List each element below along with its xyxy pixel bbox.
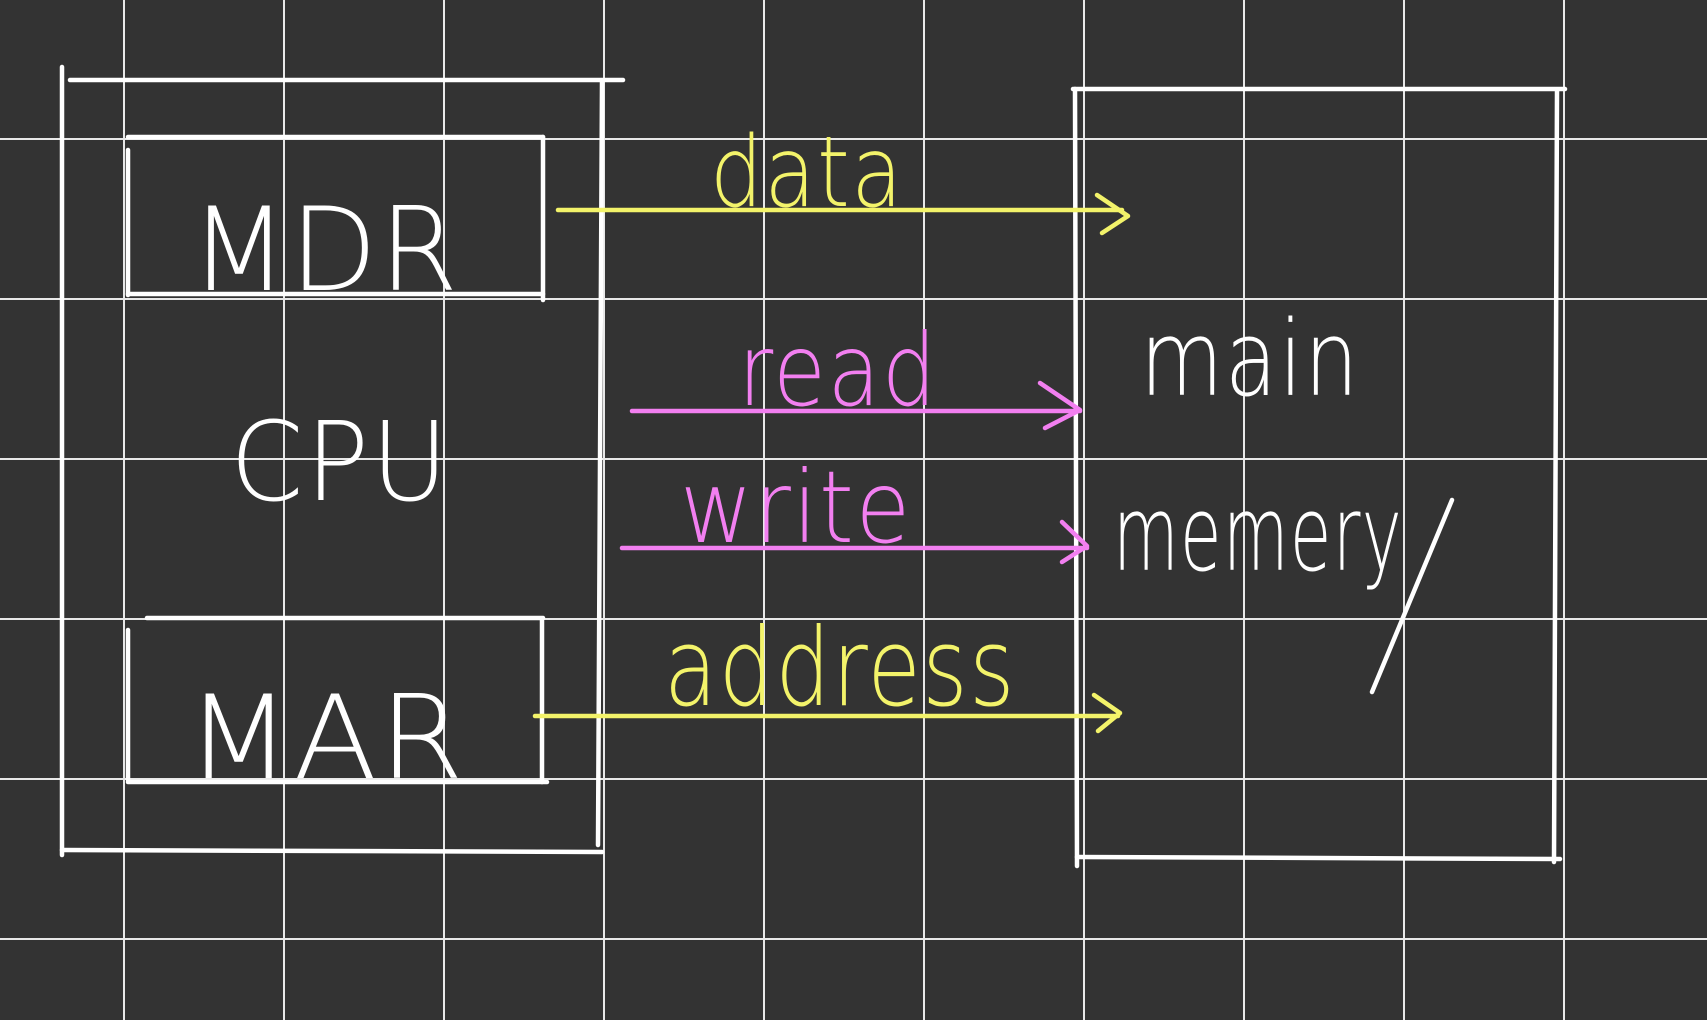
memery-y-tail — [1369, 497, 1455, 695]
mdr-label: MDR — [190, 183, 460, 318]
mar-box — [125, 615, 550, 785]
address-bus-arrow — [532, 692, 1123, 734]
read-signal-label: read — [738, 312, 938, 429]
main-memory-box — [1070, 86, 1568, 869]
data-bus-arrow — [555, 192, 1131, 236]
mar-label: MAR — [186, 671, 466, 806]
address-signal-label: address — [664, 606, 1016, 731]
write-signal-arrow — [619, 519, 1090, 565]
mdr-box — [125, 134, 546, 303]
cpu-label: CPU — [230, 398, 450, 526]
data-signal-label: data — [710, 116, 904, 230]
memory-label-line1: main — [1140, 298, 1360, 420]
read-signal-arrow — [629, 380, 1083, 431]
write-signal-label: write — [680, 449, 912, 566]
memory-label-line2: memery — [1113, 473, 1403, 595]
